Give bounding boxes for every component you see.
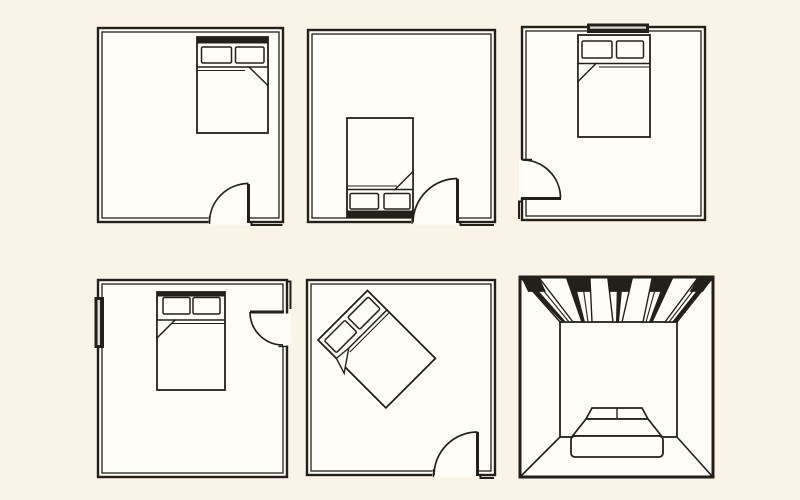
beam-cap [608,279,632,292]
door-opening [432,468,479,478]
folded-sheet-corner [335,346,350,376]
bed [346,117,414,218]
door-threshold [250,221,283,226]
bed-frame [316,289,437,410]
door-opening [208,215,250,225]
door-opening [411,215,458,225]
floor-plan-2 [306,28,497,226]
ceiling-beam [566,278,593,323]
window [94,297,104,348]
bed [156,291,226,391]
window-highlight [590,26,646,29]
beam-edge [645,278,659,323]
beam-cap [567,279,591,292]
pillow [383,192,411,210]
bed [577,34,651,138]
headboard [157,292,225,297]
window-highlight [97,300,100,345]
folded-sheet-corner [393,169,414,191]
ceiling-beam [520,278,575,323]
pillow [200,46,233,64]
beam-edge [533,278,570,323]
door-opening [281,313,291,346]
pillow [192,296,221,315]
door-threshold [459,221,494,226]
door-swing-arc [249,311,284,346]
folded-sheet-corner [156,319,177,340]
headboard [347,210,413,217]
pillow [324,320,358,353]
ceiling-beam [663,278,714,323]
beam-cap [522,279,546,292]
pillow [349,192,380,210]
ceiling-beams [520,278,714,323]
room-wall-inner [310,283,492,472]
pillow [347,296,381,330]
pillow [615,40,645,59]
bed [196,36,269,134]
beam-edge [668,278,703,323]
floor-plan-3 [518,23,707,222]
window [587,23,649,33]
door-swing-arc [433,431,478,476]
room-wall-inner [101,31,280,219]
door-swing-arc [208,182,249,223]
ceiling-beam [607,278,633,323]
ceiling-beam [642,278,674,323]
floor-plan-5 [305,278,497,479]
mattress-top [570,418,664,437]
door-opening [519,159,529,198]
floor-plan-6 [518,275,715,479]
pillow [234,46,265,64]
blanket-edge [349,312,390,353]
blanket-edge [348,309,388,349]
floor-plan-4 [94,278,292,479]
beam-edge [581,278,589,323]
door-threshold [479,474,494,479]
door-threshold [287,280,292,309]
bed [316,289,437,410]
room-wall-inner [311,33,492,219]
folded-sheet-corner [247,66,269,88]
folded-sheet-corner [577,62,598,84]
door-threshold [518,200,522,219]
pillow [581,40,613,59]
room-wall-inner [101,283,284,474]
door-swing-arc [522,159,562,199]
pillow [162,296,191,315]
bed [570,407,664,458]
headboard [197,37,268,44]
floor-plan-1 [96,26,285,226]
bed-front [570,435,664,458]
